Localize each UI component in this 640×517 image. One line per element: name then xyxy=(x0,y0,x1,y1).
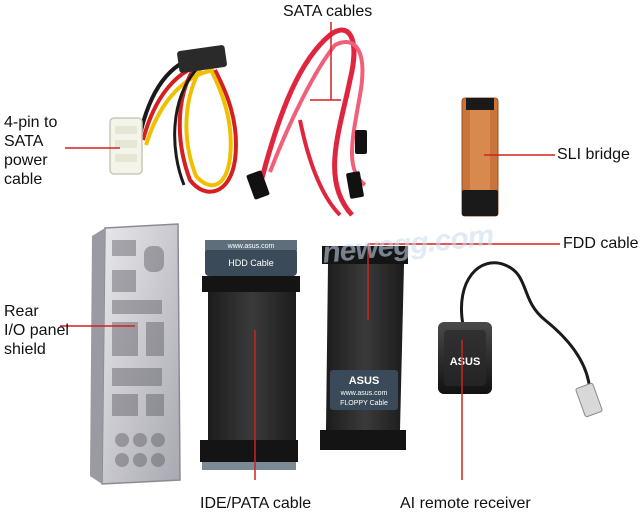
fdd-cable-brand-text: ASUS xyxy=(349,375,380,387)
power-cable-line-4: cable xyxy=(4,171,43,188)
ide-cable: www.asus.com HDD Cable xyxy=(200,240,300,470)
fdd-cable-title-text: FLOPPY Cable xyxy=(340,400,388,407)
ai-remote-text: AI remote receiver xyxy=(400,495,531,512)
io-shield-line-1: Rear xyxy=(4,303,39,320)
receiver-brand-text: ASUS xyxy=(450,356,481,368)
sli-bridge-label: SLI bridge xyxy=(557,145,630,164)
power-cable xyxy=(109,45,238,194)
io-shield xyxy=(90,223,181,485)
sata-cables xyxy=(246,27,367,217)
ai-remote-label: AI remote receiver xyxy=(400,494,531,513)
hdd-cable-header-text: www.asus.com xyxy=(227,243,275,250)
ai-remote-receiver: ASUS xyxy=(438,261,603,418)
sli-bridge xyxy=(461,97,499,217)
ide-cable-text: IDE/PATA cable xyxy=(200,495,312,512)
sli-bridge-text: SLI bridge xyxy=(557,146,630,163)
fdd-cable-text: FDD cable xyxy=(563,235,639,252)
fdd-cable: ASUS www.asus.com FLOPPY Cable xyxy=(320,246,408,450)
io-shield-label: Rear I/O panel shield xyxy=(4,302,69,359)
hdd-cable-title-text: HDD Cable xyxy=(228,258,274,268)
ide-cable-label: IDE/PATA cable xyxy=(200,494,311,513)
fdd-cable-label: FDD cable xyxy=(563,234,639,253)
power-cable-line-2: SATA xyxy=(4,133,44,150)
power-cable-line-3: power xyxy=(4,152,48,169)
power-cable-line-1: 4-pin to xyxy=(4,114,58,131)
fdd-cable-url-text: www.asus.com xyxy=(340,390,388,397)
io-shield-line-3: shield xyxy=(4,341,46,358)
io-shield-line-2: I/O panel xyxy=(4,322,69,339)
callout-lines xyxy=(60,22,560,480)
power-cable-label: 4-pin to SATA power cable xyxy=(4,113,57,189)
sata-cables-label: SATA cables xyxy=(283,2,372,21)
sata-cables-text: SATA cables xyxy=(283,3,373,20)
